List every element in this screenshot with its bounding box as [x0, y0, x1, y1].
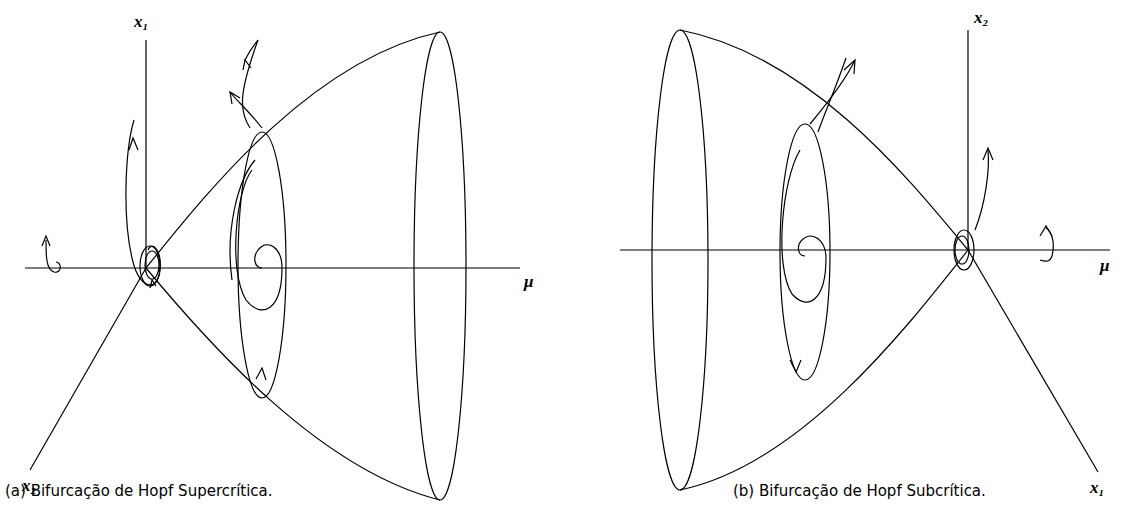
axis-label: x₂: [974, 8, 988, 28]
axis-label: x₁: [1090, 478, 1104, 498]
axis-label: μ: [1100, 256, 1109, 276]
caption: (b) Bifurcação de Hopf Subcrítica.: [733, 482, 986, 500]
axis-label: x₁: [134, 12, 148, 32]
caption: (a) Bifurcação de Hopf Supercrítica.: [5, 482, 273, 500]
axis-label: μ: [524, 272, 533, 292]
